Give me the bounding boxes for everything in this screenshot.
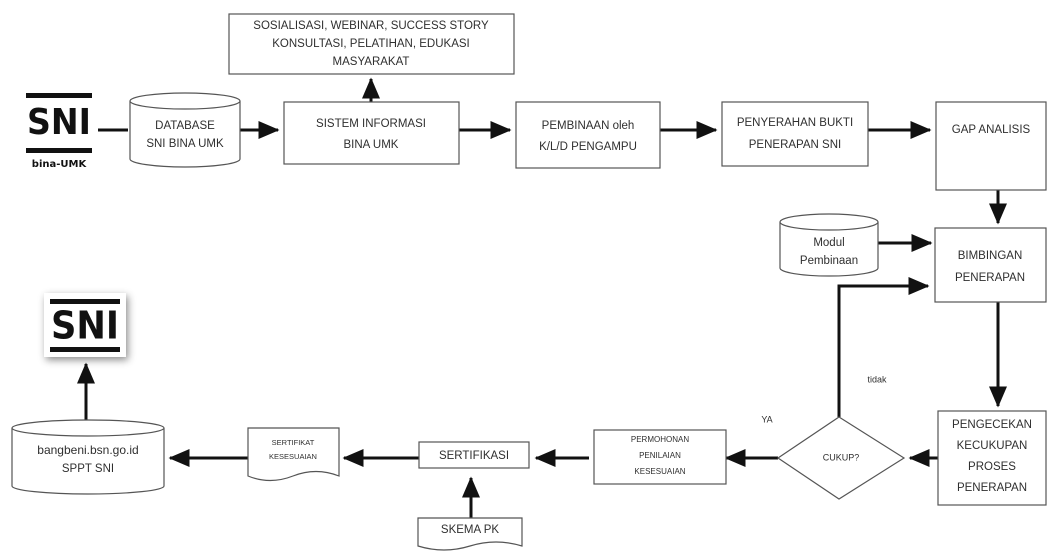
pembinaan-line-2: K/L/D PENGAMPU <box>539 141 637 153</box>
pengecekan-line-4: PENERAPAN <box>957 482 1027 494</box>
sni-logo: SNI <box>44 293 126 357</box>
sertifikasi-label: SERTIFIKASI <box>439 450 509 462</box>
node-penyerahan: PENYERAHAN BUKTI PENERAPAN SNI <box>721 101 869 167</box>
permohonan-line-3: KESESUAIAN <box>634 467 685 476</box>
logo-top-subtitle: bina-UMK <box>32 159 88 170</box>
node-sistem-informasi: SISTEM INFORMASI BINA UMK <box>283 101 460 165</box>
node-outreach: SOSIALISASI, WEBINAR, SUCCESS STORY KONS… <box>228 13 515 75</box>
modul-line-1: Modul <box>813 237 844 249</box>
bimbingan-line-2: PENERAPAN <box>955 272 1025 284</box>
pengecekan-line-1: PENGECEKAN <box>952 419 1032 431</box>
node-modul-pembinaan: Modul Pembinaan <box>779 213 879 277</box>
database-line-2: SNI BINA UMK <box>146 138 224 150</box>
penyerahan-line-1: PENYERAHAN BUKTI <box>737 117 853 129</box>
node-sertifikasi: SERTIFIKASI <box>418 441 530 469</box>
outreach-line-2: KONSULTASI, PELATIHAN, EDUKASI <box>272 38 469 50</box>
node-cukup-decision: CUKUP? <box>776 416 906 500</box>
sertifikat-line-2: KESESUAIAN <box>269 452 317 461</box>
sni-bina-umk-logo: SNI bina-UMK <box>26 93 92 170</box>
outreach-line-1: SOSIALISASI, WEBINAR, SUCCESS STORY <box>253 20 489 32</box>
sistem-line-2: BINA UMK <box>344 139 399 151</box>
sistem-line-1: SISTEM INFORMASI <box>316 118 426 130</box>
bangbeni-line-1: bangbeni.bsn.go.id <box>37 443 138 457</box>
bangbeni-line-2: SPPT SNI <box>62 463 114 475</box>
node-sertifikat-kesesuaian: SERTIFIKAT KESESUAIAN <box>247 427 340 482</box>
node-database: DATABASE SNI BINA UMK <box>129 92 241 168</box>
pembinaan-line-1: PEMBINAAN oleh <box>542 120 635 132</box>
gap-analisis-label: GAP ANALISIS <box>952 124 1031 136</box>
cukup-label: CUKUP? <box>823 452 860 462</box>
penyerahan-line-2: PENERAPAN SNI <box>749 139 841 151</box>
node-pembinaan: PEMBINAAN oleh K/L/D PENGAMPU <box>515 101 661 169</box>
logo-top-brand: SNI <box>27 102 91 143</box>
edge-label-tidak: tidak <box>867 374 887 384</box>
skema-label: SKEMA PK <box>441 524 499 536</box>
node-pengecekan: PENGECEKAN KECUKUPAN PROSES PENERAPAN <box>937 410 1047 506</box>
pengecekan-line-2: KECUKUPAN <box>957 440 1028 452</box>
modul-line-2: Pembinaan <box>800 255 858 267</box>
node-bimbingan-penerapan: BIMBINGAN PENERAPAN <box>934 227 1047 303</box>
permohonan-line-2: PENILAIAN <box>639 451 681 460</box>
logo-bottom-brand: SNI <box>51 304 119 348</box>
edge-label-ya: YA <box>761 414 772 424</box>
node-bangbeni: bangbeni.bsn.go.id SPPT SNI <box>11 419 165 495</box>
pengecekan-line-3: PROSES <box>968 461 1016 473</box>
bimbingan-line-1: BIMBINGAN <box>958 250 1023 262</box>
arrow-cukup-tidak-to-bimbingan <box>837 277 930 417</box>
permohonan-line-1: PERMOHONAN <box>631 435 689 444</box>
node-permohonan: PERMOHONAN PENILAIAN KESESUAIAN <box>593 429 727 485</box>
database-line-1: DATABASE <box>155 120 215 132</box>
sertifikat-line-1: SERTIFIKAT <box>272 438 315 447</box>
node-skema-pk: SKEMA PK <box>417 517 523 551</box>
connectors <box>77 77 1007 518</box>
node-gap-analisis: GAP ANALISIS <box>935 101 1047 191</box>
outreach-line-3: MASYARAKAT <box>333 56 410 68</box>
